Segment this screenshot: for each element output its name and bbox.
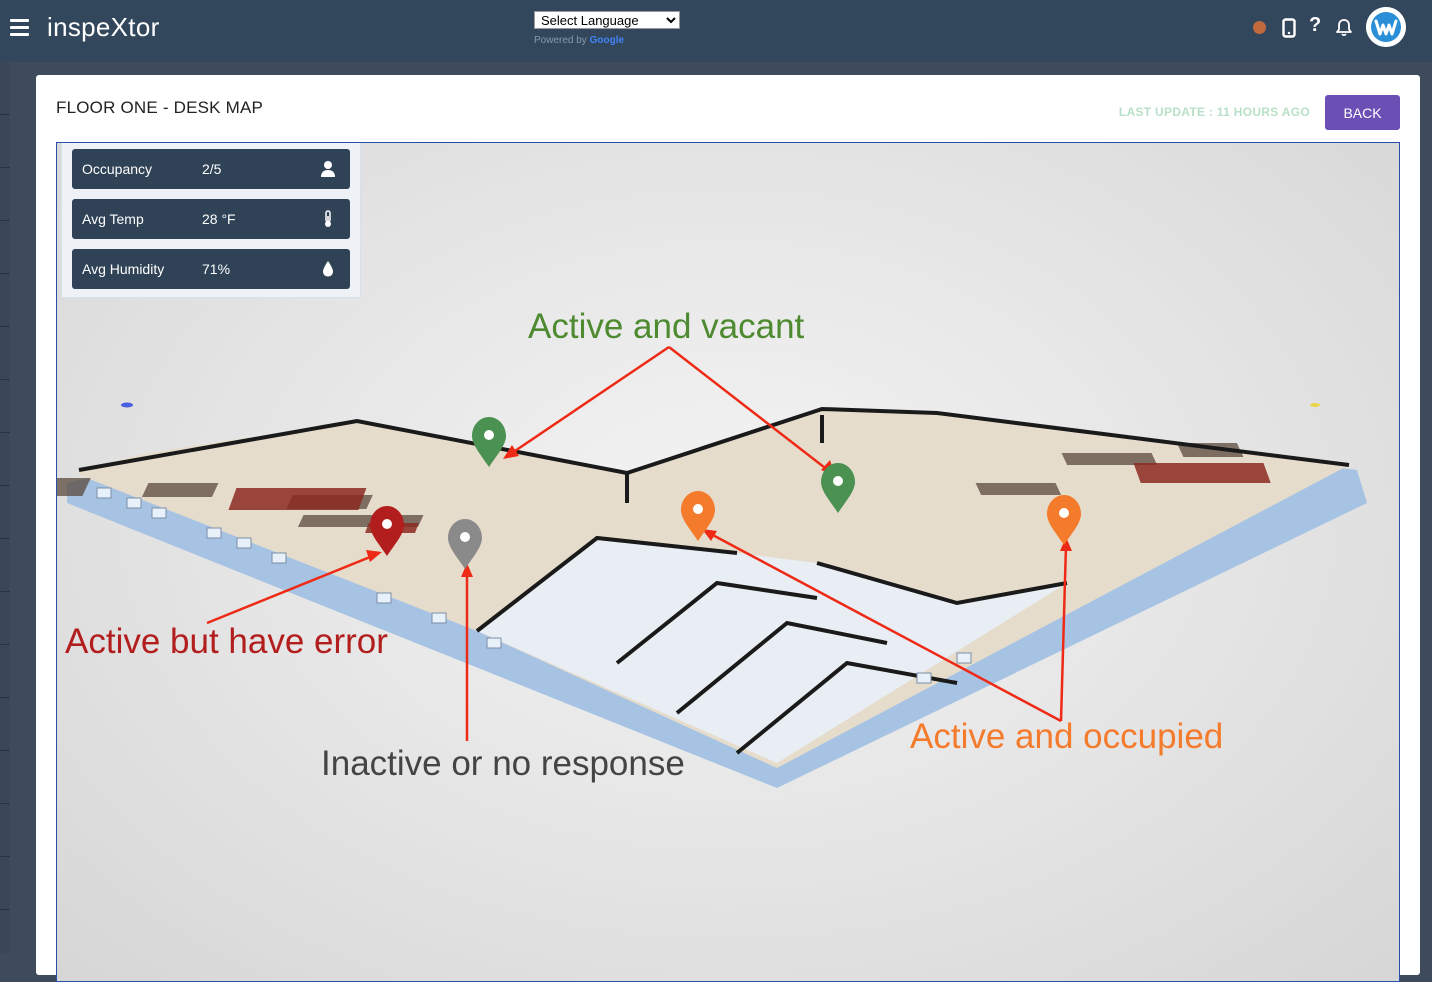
map-pin-icon[interactable] [370,506,404,556]
windows [96,487,972,684]
thermometer-icon [325,210,331,227]
page-title: FLOOR ONE - DESK MAP [56,98,264,117]
back-button[interactable]: BACK [1325,95,1400,130]
stats-panel: Occupancy 2/5 Avg Temp 28 °F Avg Humidit… [61,143,361,298]
powered-by-label: Powered by [534,35,587,46]
floor-plan-illustration [57,345,1367,788]
map-pin-icon[interactable] [472,417,506,467]
app-brand[interactable]: inspeXtor [47,12,160,42]
stat-value: 28 °F [202,211,236,227]
map-pin-icon[interactable] [1047,495,1081,545]
avg-humidity-stat: Avg Humidity 71% [72,249,350,289]
bell-icon[interactable] [1336,18,1352,37]
desk-map-card: FLOOR ONE - DESK MAP LAST UPDATE : 11 HO… [36,75,1420,982]
droplet-icon [323,261,333,277]
left-sidebar-rail [0,62,10,953]
annotation-arrows [206,345,1072,741]
workstations [57,443,1244,527]
map-pin-icon[interactable] [448,519,482,569]
stat-value: 2/5 [202,161,222,177]
label-inactive: Inactive or no response [321,744,685,783]
label-active-occupied: Active and occupied [910,717,1224,756]
menu-icon[interactable] [10,19,29,37]
label-active-vacant: Active and vacant [528,307,805,346]
phone-icon[interactable] [1282,18,1296,38]
stat-label: Avg Humidity [82,261,165,277]
floor-map[interactable]: Active and vacant Active but have error … [56,142,1400,982]
avatar-logo-icon[interactable] [1366,7,1406,47]
google-wordmark: Google [589,35,625,46]
interior-walls [78,406,1350,755]
last-update-label: LAST UPDATE : 11 HOURS AGO [1118,105,1310,119]
top-navbar: inspeXtor Select Language Powered by Goo… [0,0,1432,62]
help-icon[interactable]: ? [1309,14,1322,36]
language-select[interactable]: Select Language [534,11,680,29]
blue-marker-dot [121,402,133,408]
powered-by-google: Powered by Google [534,35,624,46]
map-pin-icon[interactable] [821,463,855,513]
occupancy-stat: Occupancy 2/5 [72,149,350,189]
map-pin-icon[interactable] [681,491,715,541]
yellow-marker-dot [1310,403,1320,407]
stat-value: 71% [202,261,231,277]
status-dot-icon [1253,21,1266,34]
stat-label: Avg Temp [82,211,144,227]
label-active-error: Active but have error [65,622,388,661]
person-icon [321,161,335,177]
avg-temp-stat: Avg Temp 28 °F [72,199,350,239]
stat-label: Occupancy [82,161,153,177]
